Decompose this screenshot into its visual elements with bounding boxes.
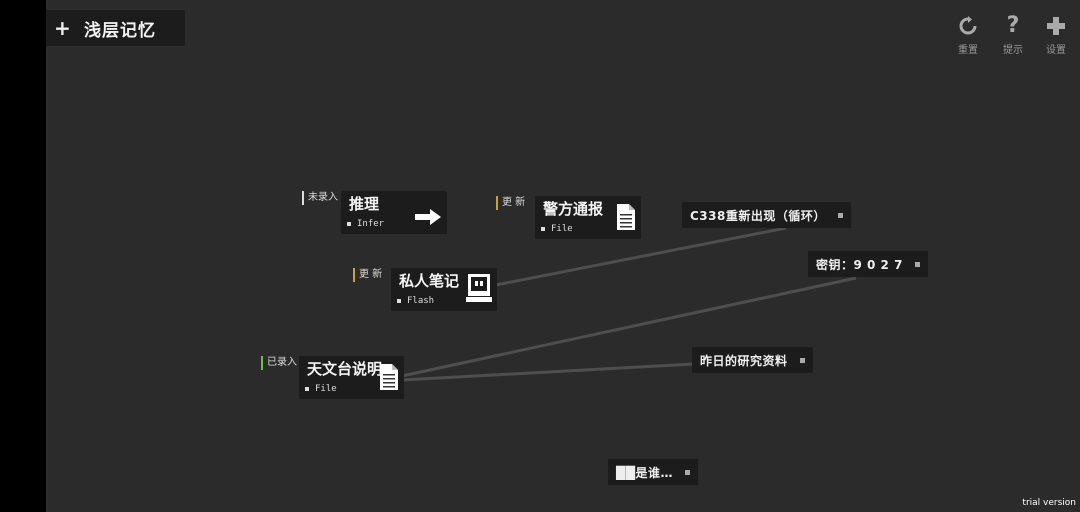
- node-title: 警方通报: [543, 200, 604, 218]
- keyword-password[interactable]: 密钥：9 0 2 7: [808, 251, 928, 277]
- settings-button[interactable]: 设置: [1038, 14, 1074, 56]
- trial-version-label: trial version: [1022, 498, 1076, 508]
- node-subtitle: Flash: [397, 296, 434, 306]
- node-observatory[interactable]: 天文台说明 File: [299, 356, 404, 399]
- tag-updated: 更 新: [496, 196, 525, 210]
- question-icon: ?: [1006, 13, 1020, 38]
- keyword-text: 密钥：9 0 2 7: [816, 257, 903, 272]
- arrow-right-icon: [414, 208, 442, 230]
- settings-label: 设置: [1046, 45, 1066, 56]
- hint-button[interactable]: ? 提示: [995, 13, 1031, 57]
- keyword-c338[interactable]: C338重新出现（循环）: [682, 202, 851, 228]
- keyword-research[interactable]: 昨日的研究资料: [692, 347, 813, 373]
- flash-drive-icon: [466, 273, 492, 307]
- keyword-text: ██是谁…: [616, 465, 673, 480]
- file-icon: [616, 203, 636, 235]
- tag-updated: 更 新: [353, 268, 382, 282]
- node-subtitle: File: [541, 224, 573, 234]
- node-police-report[interactable]: 警方通报 File: [535, 196, 641, 239]
- left-strip: [0, 0, 46, 512]
- tag-not-recorded: 未录入: [302, 191, 338, 205]
- title-bar: + 浅层记忆: [46, 10, 185, 46]
- keyword-text: 昨日的研究资料: [700, 353, 788, 368]
- node-private-notes[interactable]: 私人笔记 Flash: [391, 268, 497, 311]
- file-icon: [379, 363, 399, 395]
- reset-icon: [950, 14, 986, 38]
- keyword-bullet: [914, 261, 920, 267]
- keyword-text: C338重新出现（循环）: [690, 208, 826, 223]
- plus-settings-icon: [1038, 14, 1074, 38]
- reset-button[interactable]: 重置: [950, 14, 986, 56]
- node-title: 推理: [349, 195, 380, 213]
- tag-recorded: 已录入: [261, 356, 297, 370]
- node-subtitle: Infer: [347, 219, 384, 229]
- page-title: 浅层记忆: [84, 20, 156, 41]
- node-infer[interactable]: 推理 Infer: [341, 191, 447, 234]
- reset-label: 重置: [958, 45, 978, 56]
- node-subtitle: File: [305, 384, 337, 394]
- keyword-bullet: [837, 212, 843, 218]
- keyword-bullet: [684, 469, 690, 475]
- node-title: 天文台说明: [307, 360, 383, 378]
- keyword-who[interactable]: ██是谁…: [608, 459, 698, 485]
- hint-label: 提示: [1003, 45, 1023, 56]
- keyword-bullet: [799, 357, 805, 363]
- plus-icon[interactable]: +: [54, 16, 71, 40]
- node-title: 私人笔记: [399, 272, 460, 290]
